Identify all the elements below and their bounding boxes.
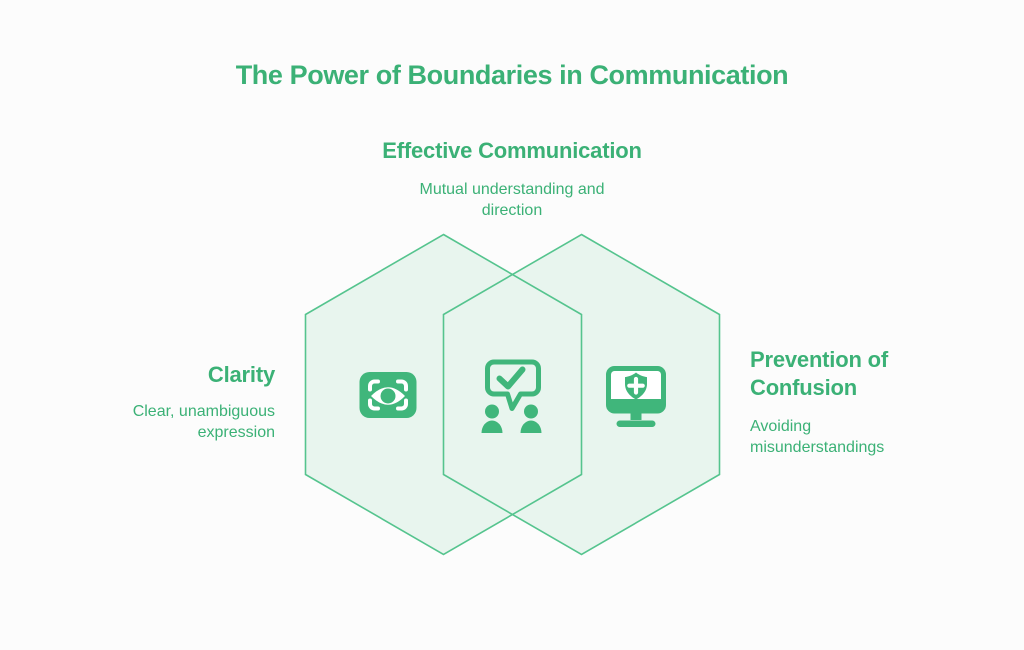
left-node-subtitle-line-1: Clear, unambiguous	[132, 403, 275, 420]
top-node-title: Effective Communication	[382, 138, 642, 163]
left-hexagon-outline	[304, 233, 583, 556]
monitor-shield-icon	[606, 366, 666, 427]
right-node-title-line-1: Prevention of	[750, 347, 888, 372]
right-hexagon-outline	[442, 233, 721, 556]
left-node-subtitle: Clear, unambiguous expression	[55, 401, 275, 443]
right-node-title: Prevention of Confusion	[750, 346, 970, 402]
eye-scan-icon	[359, 372, 417, 418]
page-title: The Power of Boundaries in Communication	[235, 60, 789, 90]
conversation-check-icon	[481, 359, 542, 433]
top-node-subtitle-line-1: Mutual understanding and	[419, 181, 605, 198]
top-node-subtitle-line-2: direction	[481, 202, 543, 219]
right-node-subtitle-line-1: Avoiding	[750, 418, 812, 435]
right-node-subtitle: Avoiding misunderstandings	[750, 416, 970, 458]
right-node-title-line-2: Confusion	[750, 375, 857, 400]
right-node-subtitle-line-2: misunderstandings	[750, 439, 885, 456]
left-node-subtitle-line-2: expression	[197, 424, 275, 441]
top-node-subtitle: Mutual understanding and direction	[0, 179, 1024, 221]
left-node-title: Clarity	[207, 362, 275, 387]
